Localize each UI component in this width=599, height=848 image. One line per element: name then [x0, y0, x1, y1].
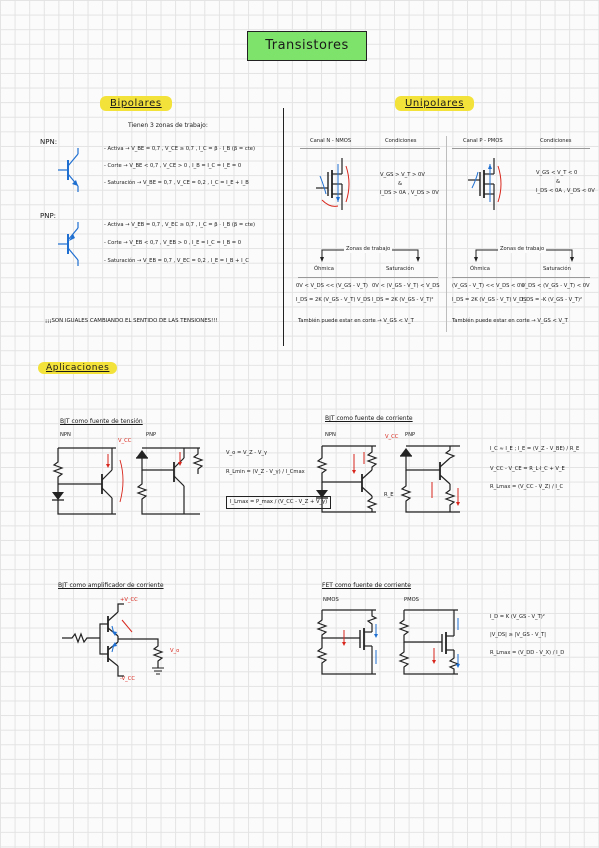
fet-eq-2: |V_DS| ≥ |V_GS - V_T|	[490, 632, 547, 638]
npn-label: NPN:	[40, 138, 58, 146]
nmos-header-rule	[300, 148, 440, 149]
nmos-ohmica-cond: 0V < V_DS << (V_GS - V_T)	[296, 283, 368, 289]
tension-pnp-label: PNP	[146, 432, 157, 438]
nmos-ohmica-eq: I_DS = 2K (V_GS - V_T) V_DS	[296, 297, 371, 303]
fet-title: FET como fuente de corriente	[322, 582, 411, 589]
corriente-eq-2: V_CC - V_CE = R_L·I_C + V_E	[490, 466, 565, 472]
corriente-eq-1: I_C ≈ I_E ; I_E = (V_Z - V_BE) / R_E	[490, 446, 580, 452]
amplificador-vcc-neg: -V_CC	[120, 676, 135, 682]
pmos-transistor-icon	[468, 158, 502, 210]
amplificador-circuit	[62, 603, 164, 677]
corriente-npn-label: NPN	[325, 432, 336, 438]
unipolares-heading: Unipolares	[395, 96, 475, 111]
nmos-zones-rule	[298, 277, 438, 278]
corriente-title: BJT como fuente de corriente	[325, 415, 413, 422]
amplificador-vcc-pos: +V_CC	[120, 597, 138, 603]
corriente-vcc-label: V_CC	[385, 434, 399, 440]
npn-transistor-icon	[58, 148, 79, 192]
tension-npn-label: NPN	[60, 432, 71, 438]
nmos-cond-2: I_DS > 0A , V_DS > 0V	[380, 190, 439, 196]
nmos-sat-cond: 0V < (V_GS - V_T) < V_DS	[372, 283, 440, 289]
tension-eq-2: R_Lmin = (V_Z - V_γ) / I_Cmax	[226, 469, 305, 475]
pmos-zones-rule	[452, 277, 590, 278]
nmos-cond-1: V_GS > V_T > 0V	[380, 172, 425, 178]
pmos-cond-1: V_GS < V_T < 0	[536, 170, 578, 176]
pmos-saturacion-label: Saturación	[543, 266, 571, 272]
nmos-transistor-icon	[316, 158, 350, 210]
pnp-zone-activa: - Activa → V_EB = 0,7 , V_EC ≥ 0,7 , I_C…	[104, 222, 255, 228]
npn-zone-corte: - Corte → V_BE < 0,7 , V_CE > 0 , I_B = …	[104, 163, 242, 169]
tension-eq-3: I_Lmax = P_max / (V_CC - V_Z + V_γ)	[226, 496, 332, 509]
pmos-cond-2: I_DS < 0A , V_DS < 0V	[536, 188, 595, 194]
pmos-header-rule	[452, 148, 590, 149]
npn-zone-activa: - Activa → V_BE = 0,7 , V_CE ≥ 0,7 , I_C…	[104, 146, 255, 152]
nmos-zones-label: Zonas de trabajo	[344, 246, 393, 253]
npn-zone-saturacion: - Saturación → V_BE = 0,7 , V_CE = 0,2 ,…	[104, 180, 249, 186]
tension-pnp-circuit	[136, 447, 204, 515]
fet-pmos-circuit	[398, 609, 460, 675]
pmos-cond-and: &	[556, 179, 561, 185]
pmos-zones-label: Zonas de trabajo	[498, 246, 547, 253]
pnp-zone-corte: - Corte → V_EB < 0,7 , V_EB > 0 , I_E = …	[104, 240, 242, 246]
nmos-col-title: Canal N - NMOS	[310, 138, 352, 144]
fet-nmos-circuit	[316, 609, 378, 675]
fet-eq-1: I_D = K (V_GS - V_T)²	[490, 614, 545, 620]
pmos-sat-eq: I_DS = -K (V_GS - V_T)²	[522, 297, 583, 303]
tension-title: BJT como fuente de tensión	[60, 418, 143, 425]
pmos-col-title: Canal P - PMOS	[463, 138, 503, 144]
nmos-saturacion-label: Saturación	[386, 266, 414, 272]
pnp-zone-saturacion: - Saturación → V_EB = 0,7 , V_EC = 0,2 ,…	[104, 258, 249, 264]
page-title: Transistores	[247, 31, 367, 61]
amplificador-title: BJT como amplificador de corriente	[58, 582, 164, 589]
pmos-col-conditions: Condiciones	[540, 138, 572, 144]
fet-pmos-label: PMOS	[404, 597, 419, 603]
tension-eq-1: V_o = V_Z - V_γ	[226, 450, 268, 456]
tension-npn-circuit	[52, 447, 124, 515]
bipolares-heading: Bipolares	[100, 96, 172, 111]
fet-eq-3: R_Lmax = (V_DD - V_X) / I_D	[490, 650, 565, 656]
pnp-transistor-icon	[58, 222, 79, 266]
corriente-pnp-circuit	[400, 445, 460, 513]
corriente-re-label: R_E	[384, 492, 394, 498]
bipolares-intro: Tienen 3 zonas de trabajo:	[128, 122, 208, 129]
corriente-npn-circuit	[316, 445, 378, 513]
tension-vcc-label: V_CC	[118, 438, 132, 444]
corriente-eq-3: R_Lmax = (V_CC - V_Z) / I_C	[490, 484, 564, 490]
fet-nmos-label: NMOS	[323, 597, 339, 603]
nmos-ohmica-label: Óhmica	[314, 266, 334, 272]
pmos-ohmica-cond: (V_GS - V_T) << V_DS < 0V	[452, 283, 524, 289]
nmos-sat-eq: I_DS = 2K (V_GS - V_T)²	[372, 297, 434, 303]
nmos-col-conditions: Condiciones	[385, 138, 417, 144]
pmos-sat-cond: V_DS < (V_GS - V_T) < 0V	[522, 283, 590, 289]
nmos-corte-note: También puede estar en corte → V_GS < V_…	[298, 318, 414, 324]
nmos-cond-and: &	[398, 181, 403, 187]
pmos-ohmica-eq: I_DS = 2K (V_GS - V_T) V_DS	[452, 297, 527, 303]
pnp-label: PNP:	[40, 212, 57, 220]
pmos-corte-note: También puede estar en corte → V_GS < V_…	[452, 318, 568, 324]
bipolares-note: ¡¡¡SON IGUALES CAMBIANDO EL SENTIDO DE L…	[45, 318, 218, 324]
section-divider	[283, 108, 285, 346]
corriente-pnp-label: PNP	[405, 432, 416, 438]
aplicaciones-heading: Aplicaciones	[38, 362, 118, 374]
amplificador-vo-label: V_o	[170, 648, 180, 654]
pmos-ohmica-label: Óhmica	[470, 266, 490, 272]
nmos-pmos-divider	[446, 136, 447, 332]
